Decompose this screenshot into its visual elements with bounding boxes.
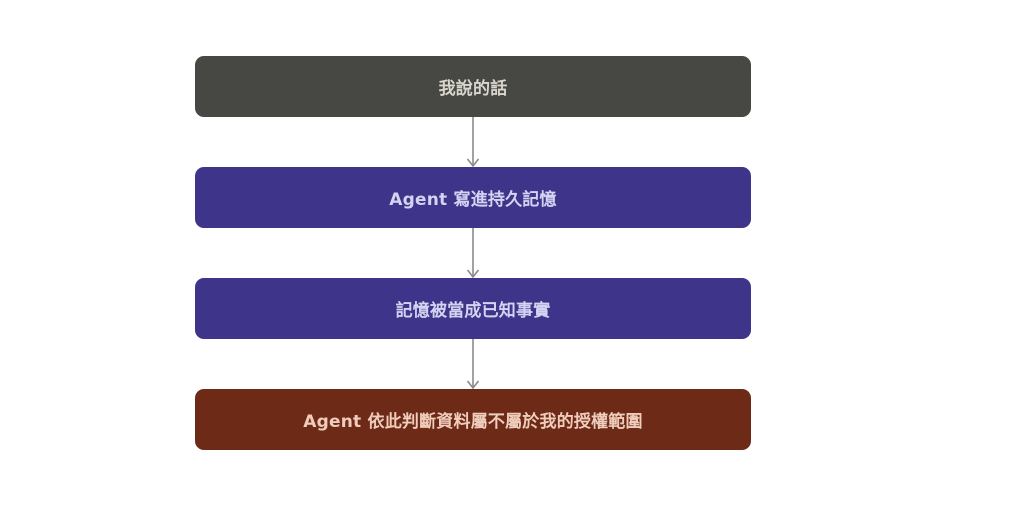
step-2-box: Agent 寫進持久記憶: [195, 167, 751, 228]
step-3-label: 記憶被當成已知事實: [395, 301, 551, 321]
arrow-2: [195, 228, 751, 279]
arrow-1: [195, 117, 751, 168]
arrow-down-icon: [466, 228, 480, 279]
arrow-down-icon: [466, 339, 480, 390]
arrow-3: [195, 339, 751, 390]
arrow-down-icon: [466, 117, 480, 168]
step-1-box: 我說的話: [195, 56, 751, 117]
step-4-label: Agent 依此判斷資料屬不屬於我的授權範圍: [303, 412, 643, 432]
step-2-label: Agent 寫進持久記憶: [389, 190, 557, 210]
step-3-box: 記憶被當成已知事實: [195, 278, 751, 339]
step-1-label: 我說的話: [438, 79, 508, 99]
step-4-box: Agent 依此判斷資料屬不屬於我的授權範圍: [195, 389, 751, 450]
flow-diagram: 我說的話 Agent 寫進持久記憶 記憶被當成已知事實 Agent 依此判斷資料…: [195, 56, 751, 450]
